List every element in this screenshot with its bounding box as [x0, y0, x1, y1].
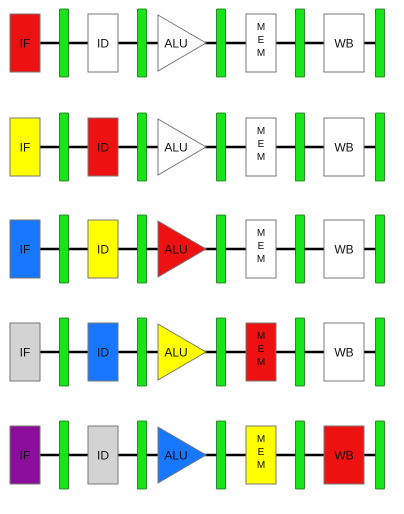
- pipeline-latch-3: [216, 317, 226, 387]
- stage-alu-block: [157, 118, 207, 176]
- stage-id-block: [87, 117, 119, 177]
- pipeline-latch-1: [59, 8, 69, 78]
- stage-id-block: [87, 425, 119, 485]
- pipeline-latch-5: [375, 112, 385, 182]
- pipeline-latch-3: [216, 112, 226, 182]
- stage-id-block: [87, 322, 119, 382]
- stage-wb-label: WB: [334, 37, 353, 51]
- stage-if-label: IF: [20, 346, 31, 360]
- pipeline-latch-4: [295, 317, 305, 387]
- stage-id-label: ID: [97, 37, 109, 51]
- pipeline-latch-1: [59, 112, 69, 182]
- stage-id-label: ID: [97, 346, 109, 360]
- stage-alu-label: ALU: [164, 141, 187, 155]
- stage-wb-label: WB: [334, 449, 353, 463]
- stage-alu-block: [157, 426, 207, 484]
- stage-alu-block: [157, 323, 207, 381]
- stage-alu-label: ALU: [164, 37, 187, 51]
- stage-id-block: [87, 13, 119, 73]
- stage-if-label: IF: [20, 449, 31, 463]
- stage-wb-block: [323, 117, 365, 177]
- stage-if-block: [9, 322, 41, 382]
- stage-wb-block: [323, 425, 365, 485]
- pipeline-latch-4: [295, 214, 305, 284]
- pipeline-latch-3: [216, 420, 226, 490]
- stage-id-label: ID: [97, 449, 109, 463]
- pipeline-latch-3: [216, 214, 226, 284]
- stage-alu-label: ALU: [164, 346, 187, 360]
- pipeline-latch-1: [59, 214, 69, 284]
- stage-wb-label: WB: [334, 346, 353, 360]
- stage-id-block: [87, 219, 119, 279]
- stage-mem-block: [245, 219, 277, 279]
- stage-wb-label: WB: [334, 141, 353, 155]
- stage-if-block: [9, 13, 41, 73]
- pipeline-latch-5: [375, 8, 385, 78]
- stage-if-label: IF: [20, 37, 31, 51]
- stage-mem-block: [245, 425, 277, 485]
- pipeline-latch-2: [137, 317, 147, 387]
- stage-alu-label: ALU: [164, 243, 187, 257]
- stage-mem-block: [245, 117, 277, 177]
- stage-mem-block: [245, 13, 277, 73]
- stage-mem-block: [245, 322, 277, 382]
- pipeline-latch-5: [375, 214, 385, 284]
- pipeline-latch-2: [137, 112, 147, 182]
- pipeline-latch-3: [216, 8, 226, 78]
- pipeline-latch-2: [137, 8, 147, 78]
- stage-alu-label: ALU: [164, 449, 187, 463]
- stage-if-block: [9, 425, 41, 485]
- pipeline-latch-1: [59, 317, 69, 387]
- stage-if-label: IF: [20, 243, 31, 257]
- pipeline-latch-1: [59, 420, 69, 490]
- stage-wb-block: [323, 219, 365, 279]
- pipeline-latch-4: [295, 112, 305, 182]
- pipeline-latch-2: [137, 420, 147, 490]
- stage-wb-block: [323, 13, 365, 73]
- pipeline-latch-2: [137, 214, 147, 284]
- pipeline-latch-5: [375, 317, 385, 387]
- stage-if-block: [9, 117, 41, 177]
- stage-alu-block: [157, 14, 207, 72]
- stage-wb-block: [323, 322, 365, 382]
- stage-id-label: ID: [97, 243, 109, 257]
- stage-id-label: ID: [97, 141, 109, 155]
- pipeline-latch-4: [295, 8, 305, 78]
- stage-if-label: IF: [20, 141, 31, 155]
- stage-if-block: [9, 219, 41, 279]
- pipeline-latch-4: [295, 420, 305, 490]
- stage-wb-label: WB: [334, 243, 353, 257]
- pipeline-latch-5: [375, 420, 385, 490]
- stage-alu-block: [157, 220, 207, 278]
